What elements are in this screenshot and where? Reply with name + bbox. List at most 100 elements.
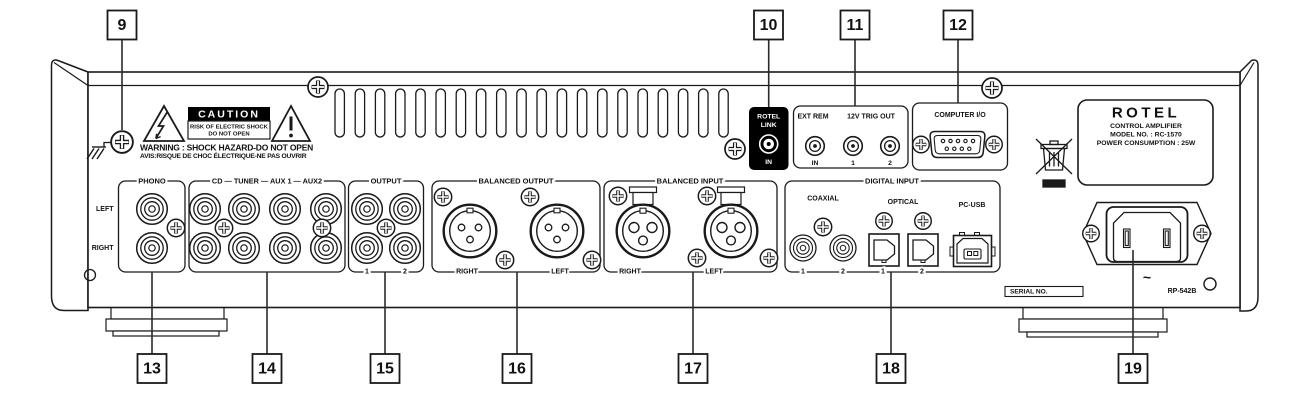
balanced-input-section: BALANCED INPUT RIGHT LEFT: [603, 175, 780, 278]
nameplate-line3: POWER CONSUMPTION : 25W: [1097, 140, 1196, 147]
output-2-label: 2: [403, 269, 407, 276]
board-code: RP-542B: [1168, 288, 1197, 295]
vent-slot: [374, 88, 386, 138]
output-title: OUTPUT: [371, 177, 402, 186]
coaxial-2-label: 2: [841, 269, 845, 276]
ac-inlet: ~: [1081, 201, 1212, 285]
callout-15-number: 15: [376, 361, 394, 378]
screw-icon: [311, 217, 333, 239]
vent-slot: [415, 88, 426, 138]
caution-block: CAUTION RISK OF ELECTRIC SHOCK DO NOT OP…: [140, 104, 313, 160]
phono-section: LEFT RIGHT PHONO: [92, 175, 187, 273]
ac-inlet-plate: [1082, 201, 1212, 266]
screw-icon: [696, 185, 718, 207]
screw-icon: [758, 247, 780, 269]
screw-icon: [213, 217, 235, 239]
trig-out-title: 12V TRIG OUT: [847, 114, 896, 121]
lightning-bolt-tip: [155, 133, 161, 140]
digital-input-box: [784, 180, 1001, 273]
rotel-link-box: [749, 107, 789, 170]
xlr-male-connector: [529, 203, 585, 259]
computer-io-box: [911, 102, 1009, 171]
ext-rem-trig-section: EXT REM 12V TRIG OUT IN 1 2: [792, 105, 909, 169]
vent-slot: [617, 88, 628, 138]
screw-icon: [874, 211, 894, 231]
ac-symbol: ~: [1143, 269, 1151, 285]
caution-risk-line1: RISK OF ELECTRIC SHOCK: [190, 125, 269, 131]
computer-io-section: COMPUTER I/O: [911, 102, 1009, 171]
screw-icon: [607, 185, 629, 207]
vent-slot: [354, 88, 366, 138]
db9-port: [929, 130, 986, 159]
nameplate: ROTEL CONTROL AMPLIFIER MODEL NO. : RC-1…: [1077, 99, 1214, 186]
channel-right-label: RIGHT: [92, 245, 115, 252]
optical-1-label: 1: [881, 269, 885, 276]
vent-slot: [657, 88, 669, 138]
serial-number-label: SERIAL NO.: [1010, 288, 1048, 295]
vent-slot: [697, 88, 709, 138]
caution-risk-line2: DO NOT OPEN: [208, 132, 249, 138]
earth-symbol: [86, 146, 106, 160]
lightning-triangle-icon: [142, 104, 186, 142]
callout-11-box: [839, 9, 871, 41]
vent-slot: [455, 88, 467, 138]
line-inputs-title: CD — TUNER — AUX 1 — AUX2: [212, 177, 322, 186]
callout-17-box: [677, 353, 709, 384]
vent-slot: [677, 88, 689, 138]
vent-slot: [495, 88, 507, 138]
nameplate-line1: CONTROL AMPLIFIER: [1110, 123, 1182, 130]
ext-rem-trig-box: [792, 105, 909, 169]
computer-io-title: COMPUTER I/O: [934, 112, 986, 119]
callout-14-box: [251, 353, 283, 384]
serial-number-box: SERIAL NO.: [1004, 285, 1084, 298]
callout-10-box: [753, 9, 784, 41]
output-box: [347, 180, 425, 273]
optical-label: OPTICAL: [888, 199, 919, 206]
screw-icon: [812, 216, 834, 238]
balanced-output-box: [431, 180, 601, 273]
callouts-top: 9 10 11 12: [106, 9, 974, 130]
callout-14-number: 14: [258, 361, 276, 378]
balanced-input-right-label: RIGHT: [619, 269, 642, 276]
rotel-link-jack: [758, 134, 779, 154]
screw-icon: [519, 186, 541, 208]
callouts-bottom: 13 14 15 16 17 18 19: [136, 250, 1149, 384]
balanced-output-left-label: LEFT: [551, 269, 569, 276]
vent-slot: [576, 88, 588, 138]
screw-icon: [1192, 223, 1212, 244]
callout-17-number: 17: [684, 361, 702, 378]
ground-screw-icon: [111, 131, 133, 153]
rotel-link-in-label: IN: [765, 159, 772, 166]
vent-slot: [516, 88, 527, 138]
digital-input-title: DIGITAL INPUT: [865, 177, 919, 186]
phono-title: PHONO: [138, 177, 166, 186]
xlr-male-connector: [442, 203, 498, 259]
optical-connector: [907, 233, 939, 267]
caution-header-box: [188, 107, 270, 121]
optical-2-label: 2: [920, 269, 924, 276]
callout-15-box: [369, 353, 401, 384]
brand-logo: ROTEL: [1112, 105, 1180, 122]
warning-line-fr: AVIS:RISQUE DE CHOC ÉLECTRIQUE-NE PAS OU…: [140, 151, 307, 160]
earth-wire: [103, 141, 112, 147]
chassis-foot-left: [105, 306, 228, 337]
callout-9-number: 9: [118, 17, 127, 34]
xlr-female-connector: [703, 203, 759, 259]
screw-icon: [581, 249, 603, 271]
ac-inlet-inner: [1112, 211, 1182, 263]
screw-icon: [913, 211, 933, 231]
chassis-corner-fold-left: [53, 62, 89, 86]
rotel-link-title-1: ROTEL: [757, 114, 780, 121]
vent-slot: [718, 88, 729, 138]
pc-usb-label: PC-USB: [959, 202, 986, 209]
chassis-side-right: [1239, 59, 1259, 312]
screw-icon: [1081, 223, 1101, 244]
screw-icon: [686, 247, 708, 269]
screw-icon: [982, 78, 1002, 98]
lightning-bolt: [155, 112, 168, 139]
rotel-link-title-2: LINK: [761, 122, 777, 129]
coaxial-label: COAXIAL: [807, 196, 839, 203]
rotel-link-section: ROTEL LINK IN: [749, 107, 789, 170]
